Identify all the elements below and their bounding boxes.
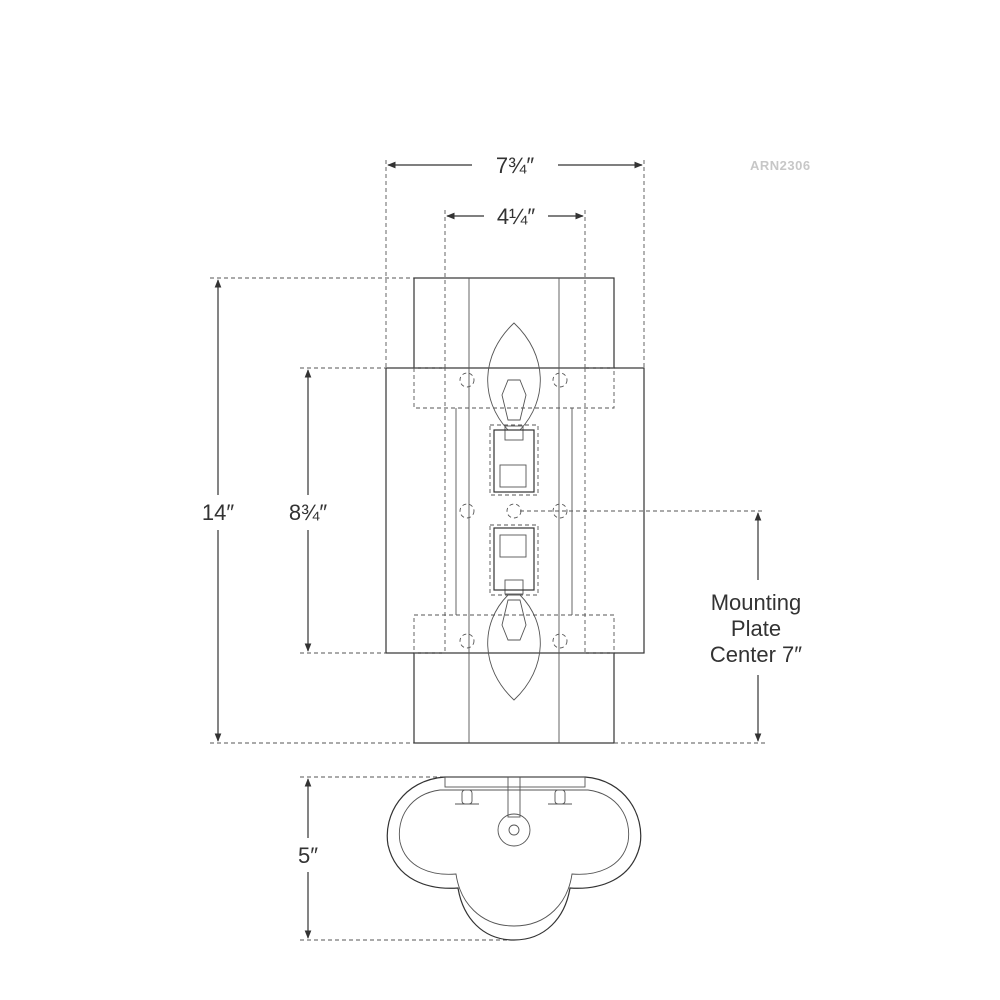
socket-carrier-top — [489, 424, 539, 496]
plan-backplate — [444, 776, 586, 788]
dimension-lines — [214, 161, 762, 939]
plan-screw — [461, 789, 473, 805]
bottom-shade — [413, 652, 615, 744]
label-backplate-width: 4¼″ — [497, 204, 536, 229]
socket-top-inner — [499, 464, 527, 488]
mounting-note-line3: Center 7″ — [710, 642, 802, 667]
screw-hole — [459, 503, 475, 519]
screw-hole — [506, 503, 522, 519]
plan-inner-outline — [398, 789, 630, 927]
bulb-bottom — [501, 599, 527, 641]
plan-screw — [554, 789, 566, 805]
socket-bottom — [493, 527, 535, 591]
flame-bottom — [487, 594, 541, 701]
extension-lines — [210, 160, 765, 941]
socket-bottom-inner — [499, 534, 527, 558]
bulb-base-bottom — [504, 579, 524, 595]
plan-socket-inner — [508, 824, 520, 836]
top-hidden-band — [413, 367, 615, 409]
plan-outer-outline — [386, 776, 642, 941]
plan-socket-outer — [497, 813, 531, 847]
socket-top — [493, 429, 535, 493]
backplate-outline — [385, 367, 645, 654]
screw-hole — [459, 372, 475, 388]
screw-hole — [552, 633, 568, 649]
label-backplate-height: 8¾″ — [289, 500, 328, 525]
label-overall-height: 14″ — [202, 500, 234, 525]
backplate-hidden — [444, 367, 586, 654]
plan-view — [386, 776, 642, 941]
label-extension: 5″ — [298, 843, 318, 868]
screw-hole — [459, 633, 475, 649]
plan-arm — [507, 776, 521, 818]
mounting-note-line1: Mounting — [711, 590, 802, 615]
screw-hole — [552, 503, 568, 519]
socket-carrier-bottom — [489, 524, 539, 596]
bottom-hidden-band — [413, 614, 615, 654]
front-elevation — [385, 277, 645, 744]
label-overall-width: 7¾″ — [496, 153, 535, 178]
flame-top — [487, 322, 541, 431]
mounting-note-line2: Plate — [731, 616, 781, 641]
bulb-base-top — [504, 425, 524, 441]
model-code: ARN2306 — [750, 158, 811, 173]
bulb-top — [501, 379, 527, 421]
screw-hole — [552, 372, 568, 388]
